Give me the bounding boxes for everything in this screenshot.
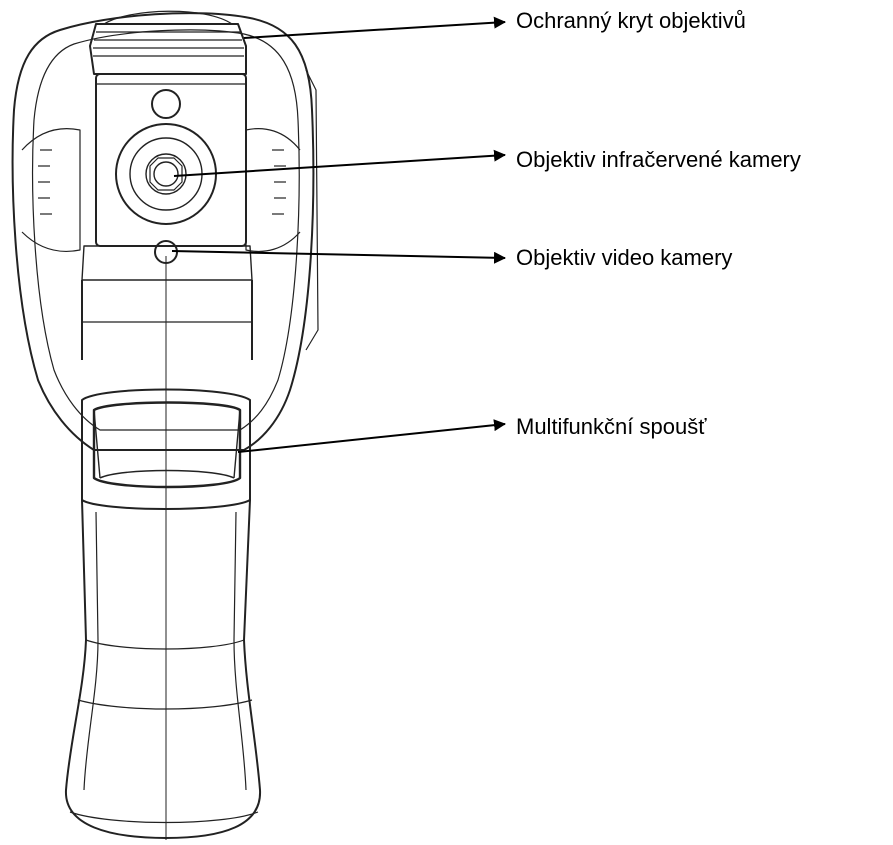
camera-head-outline <box>11 12 315 451</box>
handle-base <box>69 811 259 824</box>
right-edge-strip <box>305 69 319 351</box>
label-trigger: Multifunkční spoušť <box>516 414 707 439</box>
right-notches <box>272 149 286 215</box>
left-side-panel <box>21 128 81 253</box>
ir-lens-inner <box>145 153 187 195</box>
handle-band-2 <box>77 699 253 710</box>
left-notches <box>38 149 52 215</box>
ir-lens-core <box>153 161 179 187</box>
trigger-bottom-curve <box>99 469 235 479</box>
trigger-left-side <box>93 409 101 479</box>
leader-lens-cover <box>243 16 506 39</box>
label-video-lens: Objektiv video kamery <box>516 245 733 270</box>
handle-band <box>85 639 245 650</box>
camera-head-inner <box>32 29 300 431</box>
trigger-right-side <box>233 409 241 479</box>
label-ir-lens: Objektiv infračervené kamery <box>516 147 801 172</box>
label-lens-cover: Ochranný kryt objektivů <box>516 8 746 33</box>
leader-ir-lens <box>173 149 506 177</box>
lens-cover-ribs <box>93 31 244 57</box>
lens-cover-top <box>89 23 247 75</box>
leader-video-lens <box>171 250 506 264</box>
camera-body <box>11 10 319 840</box>
trigger-button <box>92 401 242 489</box>
sensor-dot <box>151 89 181 119</box>
lens-cover-dome <box>103 10 233 25</box>
ir-lens-facet <box>149 157 183 191</box>
camera-neck <box>81 280 253 360</box>
handle-grip-inner <box>83 511 247 791</box>
right-side-panel <box>245 128 301 253</box>
callout-leaders <box>171 16 506 453</box>
handle-grip <box>64 499 262 839</box>
leader-trigger <box>237 419 506 453</box>
